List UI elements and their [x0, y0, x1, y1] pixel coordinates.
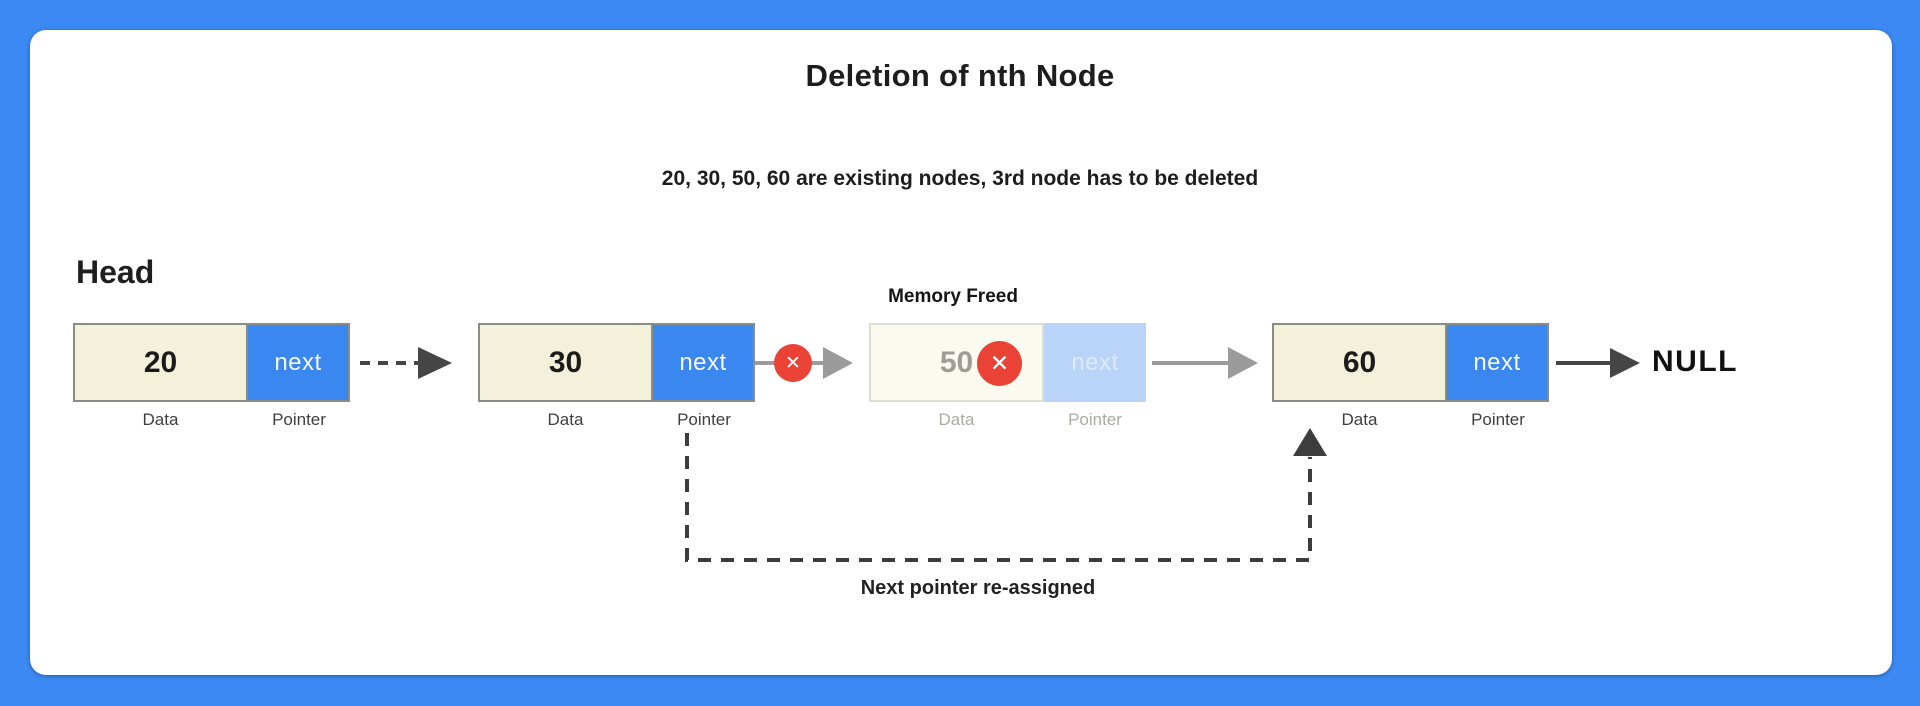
node-4-pointer-caption: Pointer: [1471, 410, 1525, 429]
page-title: Deletion of nth Node: [805, 58, 1115, 93]
node-1-data-col: 20 Data: [73, 323, 248, 428]
node-4-data-col: 60 Data: [1272, 323, 1447, 428]
node-1-data-box: 20: [73, 323, 248, 402]
node-1-pointer-col: next Pointer: [248, 323, 350, 428]
node-3-freed: 50 Data next Pointer: [869, 323, 1146, 428]
node-2-next-box: next: [653, 323, 755, 402]
delete-link-icon: ✕: [774, 344, 812, 382]
reassign-arrow-up-icon: [1293, 428, 1327, 456]
node-1-next-box: next: [248, 323, 350, 402]
node-2-value: 30: [548, 345, 583, 379]
node-3-next-box: next: [1044, 323, 1146, 402]
memory-freed-label: Memory Freed: [888, 286, 1018, 307]
node-3-pointer-caption: Pointer: [1068, 410, 1122, 429]
node-3-data-caption: Data: [938, 410, 975, 429]
node-4-pointer-col: next Pointer: [1447, 323, 1549, 428]
node-1-data-caption: Data: [142, 410, 179, 429]
node-1: 20 Data next Pointer: [73, 323, 350, 428]
node-2: 30 Data next Pointer: [478, 323, 755, 428]
subtitle: 20, 30, 50, 60 are existing nodes, 3rd n…: [661, 167, 1259, 190]
node-3-data-box: 50: [869, 323, 1044, 402]
node-2-pointer-caption: Pointer: [677, 410, 731, 429]
node-4-next-box: next: [1447, 323, 1549, 402]
head-label: Head: [76, 254, 155, 290]
reassign-pointer-path-icon: [685, 428, 1327, 562]
node-4-data-caption: Data: [1341, 410, 1378, 429]
node-3-pointer-col: next Pointer: [1044, 323, 1146, 428]
node-4-data-box: 60: [1272, 323, 1447, 402]
node-3-value: 50: [939, 345, 974, 379]
arrow-node4-null-icon: [1556, 348, 1640, 378]
node-4: 60 Data next Pointer: [1272, 323, 1549, 428]
reassign-label: Next pointer re-assigned: [860, 577, 1096, 599]
node-2-data-col: 30 Data: [478, 323, 653, 428]
node-3-data-col: 50 Data: [869, 323, 1044, 428]
arrow-node1-node2-icon: [360, 347, 452, 379]
node-2-pointer-col: next Pointer: [653, 323, 755, 428]
node-2-data-box: 30: [478, 323, 653, 402]
arrow-node3-node4-icon: [1152, 347, 1258, 379]
node-1-value: 20: [143, 345, 178, 379]
node-2-data-caption: Data: [547, 410, 584, 429]
node-4-value: 60: [1342, 345, 1377, 379]
null-label: NULL: [1652, 345, 1738, 378]
node-1-pointer-caption: Pointer: [272, 410, 326, 429]
delete-node-icon: ✕: [977, 341, 1022, 386]
